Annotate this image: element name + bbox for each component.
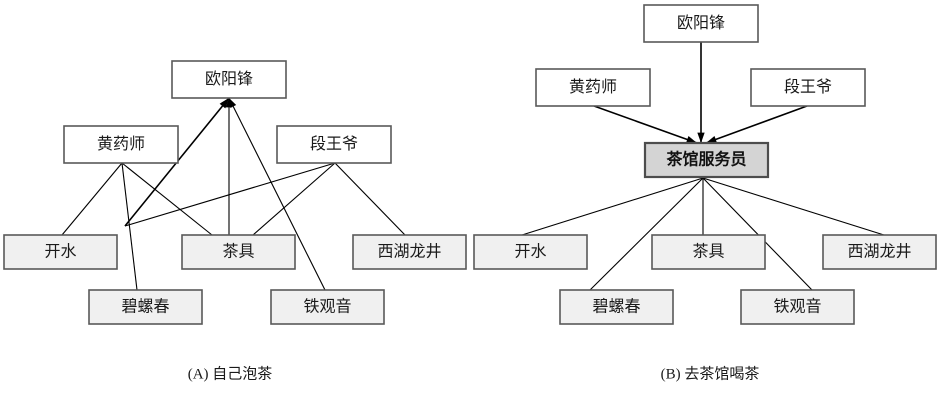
node-label: 茶馆服务员 [665, 150, 746, 169]
nodes-layer: 欧阳锋黄药师段王爷开水茶具西湖龙井碧螺春铁观音欧阳锋黄药师段王爷茶馆服务员开水茶… [3, 4, 937, 325]
edge-a-duanwangye-to-a-kaishui [124, 162, 336, 227]
node-box[interactable] [3, 234, 118, 270]
node-label: 黄药师 [569, 78, 617, 96]
node-box[interactable] [352, 234, 467, 270]
node-a-kaishui[interactable]: 开水 [3, 234, 118, 270]
node-box[interactable] [171, 60, 287, 99]
node-box[interactable] [643, 141, 770, 179]
node-box[interactable] [276, 125, 392, 164]
edge-arrowhead [220, 98, 229, 108]
node-label: 开水 [44, 243, 76, 261]
node-b-fuwuyuan[interactable]: 茶馆服务员 [643, 141, 770, 179]
node-box[interactable] [270, 289, 385, 325]
node-b-tieguanyin[interactable]: 铁观音 [740, 289, 855, 325]
node-b-duanwangye[interactable]: 段王爷 [750, 68, 866, 107]
node-box[interactable] [822, 234, 937, 270]
panel-caption-A: (A) 自己泡茶 [188, 365, 273, 382]
node-box[interactable] [750, 68, 866, 107]
node-a-chaju[interactable]: 茶具 [181, 234, 296, 270]
edge-a-huangyaoshi-to-a-biluochun [121, 162, 138, 291]
edge-a-huangyaoshi-to-a-chaju [121, 162, 213, 236]
node-label: 欧阳锋 [205, 70, 253, 88]
node-label: 茶具 [692, 243, 724, 261]
node-a-ouyangfeng[interactable]: 欧阳锋 [171, 60, 287, 99]
node-label: 茶具 [222, 243, 254, 261]
node-label: 段王爷 [784, 78, 832, 96]
edge-a-huangyaoshi-to-a-kaishui [61, 162, 123, 236]
edge-b-fuwuyuan-to-b-xihulongjing [702, 177, 885, 236]
edge-arrowhead [229, 98, 237, 108]
node-b-ouyangfeng[interactable]: 欧阳锋 [643, 4, 759, 43]
edges-layer [61, 42, 885, 291]
node-label: 开水 [514, 243, 546, 261]
node-box[interactable] [181, 234, 296, 270]
node-a-biluochun[interactable]: 碧螺春 [88, 289, 203, 325]
node-b-xihulongjing[interactable]: 西湖龙井 [822, 234, 937, 270]
edge-a-duanwangye-to-a-chaju [252, 162, 336, 236]
edge-b-huangyaoshi-to-b-fuwuyuan [593, 105, 698, 144]
node-label: 西湖龙井 [847, 243, 911, 261]
node-label: 段王爷 [310, 135, 358, 153]
node-a-tieguanyin[interactable]: 铁观音 [270, 289, 385, 325]
node-label: 铁观音 [773, 298, 821, 316]
node-label: 黄药师 [97, 135, 145, 153]
node-box[interactable] [88, 289, 203, 325]
panel-caption-B: (B) 去茶馆喝茶 [661, 365, 760, 382]
node-label: 欧阳锋 [677, 14, 725, 32]
node-box[interactable] [535, 68, 651, 107]
edge-a-duanwangye-to-a-xihulongjing [334, 162, 406, 236]
node-b-huangyaoshi[interactable]: 黄药师 [535, 68, 651, 107]
edge-b-ouyangfeng-to-b-fuwuyuan [697, 42, 705, 143]
node-b-chaju[interactable]: 茶具 [651, 234, 766, 270]
node-box[interactable] [473, 234, 588, 270]
edge-b-fuwuyuan-to-b-biluochun [589, 177, 704, 291]
captions-layer: (A) 自己泡茶 (B) 去茶馆喝茶 [188, 365, 760, 382]
node-a-xihulongjing[interactable]: 西湖龙井 [352, 234, 467, 270]
node-label: 碧螺春 [121, 298, 169, 316]
edge-b-fuwuyuan-to-b-kaishui [521, 177, 704, 236]
node-box[interactable] [559, 289, 674, 325]
node-box[interactable] [643, 4, 759, 43]
node-label: 铁观音 [303, 298, 351, 316]
node-b-biluochun[interactable]: 碧螺春 [559, 289, 674, 325]
node-box[interactable] [651, 234, 766, 270]
node-label: 碧螺春 [592, 298, 640, 316]
node-a-duanwangye[interactable]: 段王爷 [276, 125, 392, 164]
node-a-huangyaoshi[interactable]: 黄药师 [63, 125, 179, 164]
node-b-kaishui[interactable]: 开水 [473, 234, 588, 270]
edge-a-ouyangfeng-to-a-tieguanyin [228, 97, 326, 291]
edge-b-fuwuyuan-to-b-tieguanyin [702, 177, 813, 291]
node-box[interactable] [740, 289, 855, 325]
edge-b-duanwangye-to-b-fuwuyuan [705, 105, 808, 144]
node-label: 西湖龙井 [377, 243, 441, 261]
node-box[interactable] [63, 125, 179, 164]
